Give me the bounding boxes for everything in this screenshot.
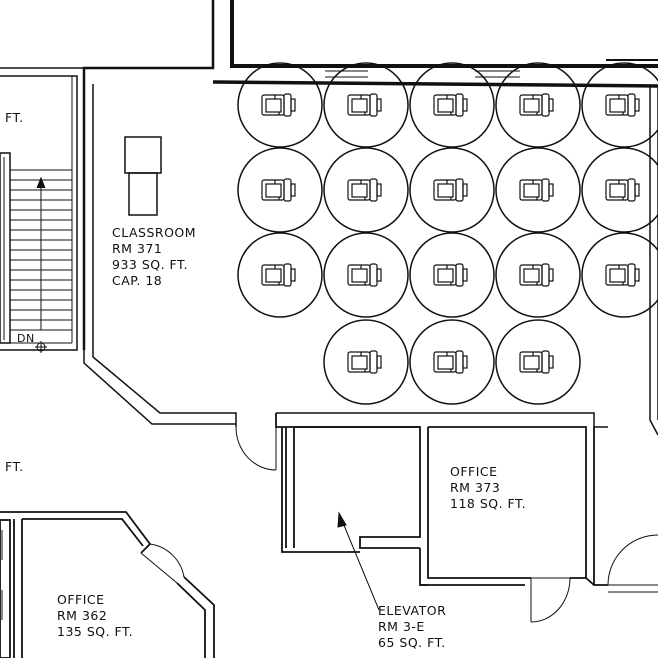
room-area: 135 SQ. FT. — [57, 624, 134, 639]
classroom-door — [235, 426, 277, 471]
room-name: ELEVATOR — [378, 603, 447, 618]
elevator-label: ELEVATOR RM 3-E 65 SQ. FT. — [378, 603, 446, 651]
chair-icon — [347, 263, 382, 287]
classroom-walls — [83, 84, 658, 436]
chair-icon — [433, 93, 468, 117]
chair-icon — [519, 350, 554, 374]
office-373-label: OFFICE RM 373 118 SQ. FT. — [450, 464, 526, 512]
chair-icon — [261, 93, 296, 117]
stairs — [0, 67, 84, 353]
seating-layout — [237, 62, 658, 405]
chair-icon — [347, 178, 382, 202]
chair-icon — [605, 93, 640, 117]
chair-icon — [605, 178, 640, 202]
elevator-leader — [337, 511, 380, 611]
chair-icon — [433, 178, 468, 202]
office-373-door — [530, 577, 571, 623]
cropped-area-label: FT. — [5, 459, 24, 474]
room-area: 65 SQ. FT. — [378, 635, 446, 650]
office-362-walls — [0, 511, 215, 658]
chair-icon — [519, 93, 554, 117]
room-number: RM 371 — [112, 241, 163, 256]
chair-icon — [347, 93, 382, 117]
chair-icon — [261, 263, 296, 287]
chair-icon — [347, 350, 382, 374]
elevator-walls — [275, 413, 531, 586]
room-area: 118 SQ. FT. — [450, 496, 527, 511]
room-number: RM 362 — [57, 608, 108, 623]
chair-icon — [519, 178, 554, 202]
room-area: 933 SQ. FT. — [112, 257, 189, 272]
office-373-walls — [428, 426, 608, 586]
stair-direction-label: DN — [17, 332, 35, 345]
chair-icon — [519, 263, 554, 287]
chair-icon — [261, 178, 296, 202]
chair-icon — [605, 263, 640, 287]
room-name: OFFICE — [450, 464, 498, 479]
room-name: OFFICE — [57, 592, 105, 607]
room-number: RM 373 — [450, 480, 501, 495]
chair-icon — [433, 350, 468, 374]
cropped-area-label: FT. — [5, 110, 24, 125]
lectern — [124, 136, 162, 216]
chair-icon — [433, 263, 468, 287]
room-number: RM 3-E — [378, 619, 425, 634]
corridor-door — [607, 534, 658, 593]
classroom-label: CLASSROOM RM 371 933 SQ. FT. CAP. 18 — [112, 225, 196, 289]
office-362-door — [140, 543, 185, 584]
room-capacity: CAP. 18 — [112, 273, 163, 288]
room-name: CLASSROOM — [112, 225, 197, 240]
office-362-label: OFFICE RM 362 135 SQ. FT. — [57, 592, 133, 640]
walls-top — [82, 0, 658, 350]
